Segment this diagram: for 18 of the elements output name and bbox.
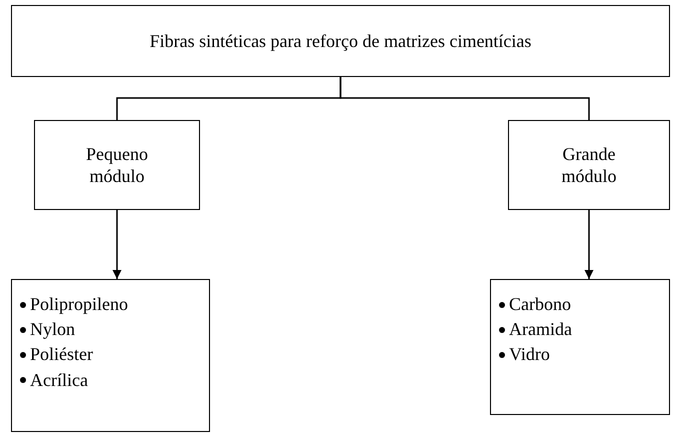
list-item: Acrílica: [30, 368, 88, 392]
list-item: Poliéster: [30, 343, 93, 366]
category-box: [34, 120, 200, 210]
list-item: Polipropileno: [30, 293, 128, 316]
list-item: Vidro: [509, 343, 550, 366]
box-title: Fibras sintéticas para reforço de matrizes cimentícias: [150, 30, 532, 52]
list-item: Aramida: [509, 318, 572, 342]
box-title: Grande módulo: [560, 142, 618, 188]
arrow: [112, 210, 122, 279]
arrow: [584, 210, 594, 279]
box-title: Pequeno módulo: [85, 142, 149, 188]
category-box: [508, 120, 670, 210]
category-box: [11, 5, 670, 77]
connector-line: [340, 77, 590, 120]
list-item: Nylon: [30, 318, 75, 342]
list-box: [490, 279, 670, 415]
list-box: [11, 279, 210, 432]
list-item: Carbono: [509, 293, 571, 316]
